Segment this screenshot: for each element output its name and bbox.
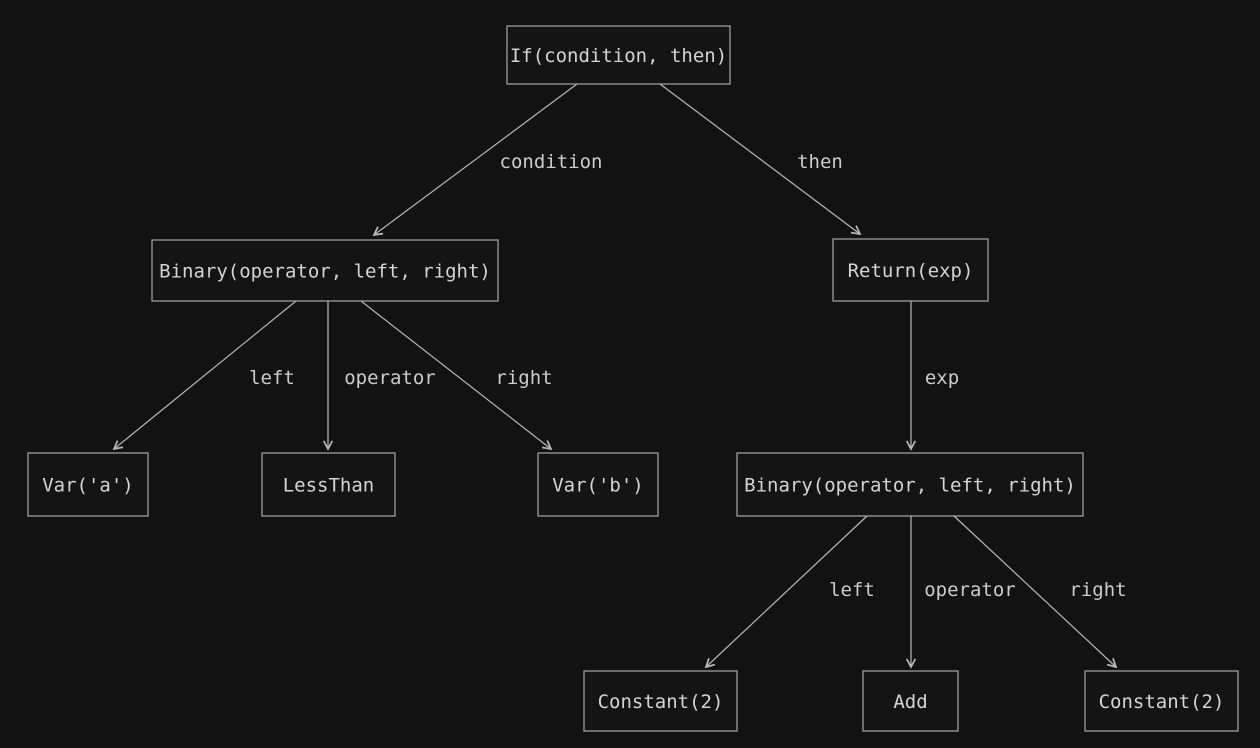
node-if-box <box>506 25 731 85</box>
edge-binary2-right <box>953 515 1116 667</box>
edge-label-operator-1: operator <box>344 367 436 389</box>
node-constant-right-box <box>1084 670 1239 732</box>
node-var-a-box <box>27 452 149 517</box>
edge-label-condition: condition <box>500 151 603 173</box>
edge-label-exp: exp <box>925 367 959 389</box>
node-lessthan-box <box>261 452 396 517</box>
node-lessthan-label: LessThan <box>283 475 375 497</box>
edge-label-operator-2: operator <box>924 579 1016 601</box>
node-binary-condition: Binary(operator, left, right) <box>151 239 499 302</box>
node-binary-exp-label: Binary(operator, left, right) <box>744 475 1076 497</box>
edge-label-left-2: left <box>829 579 875 601</box>
edge-if-condition <box>374 83 578 235</box>
node-constant-right-label: Constant(2) <box>1099 691 1225 713</box>
node-binary-exp-box <box>736 452 1084 517</box>
node-return-box <box>832 238 989 302</box>
node-add-label: Add <box>893 691 927 713</box>
node-binary-condition-label: Binary(operator, left, right) <box>159 261 491 283</box>
node-var-b-box <box>537 452 659 517</box>
node-constant-right: Constant(2) <box>1084 670 1239 732</box>
edge-label-left-1: left <box>249 367 295 389</box>
node-add: Add <box>862 670 959 732</box>
node-return-label: Return(exp) <box>848 260 974 282</box>
edges <box>114 83 1116 667</box>
edge-binary2-left <box>706 515 868 667</box>
node-var-a: Var('a') <box>27 452 149 517</box>
node-if: If(condition, then) <box>506 25 731 85</box>
node-constant-left: Constant(2) <box>583 670 738 732</box>
node-constant-left-label: Constant(2) <box>598 691 724 713</box>
node-binary-exp: Binary(operator, left, right) <box>736 452 1084 517</box>
edge-binary1-right <box>360 300 551 449</box>
edge-labels: condition then left operator right exp l… <box>249 151 1126 601</box>
node-lessthan: LessThan <box>261 452 396 517</box>
node-add-box <box>862 670 959 732</box>
node-return: Return(exp) <box>832 238 989 302</box>
node-binary-condition-box <box>151 239 499 302</box>
edge-label-right-2: right <box>1069 579 1126 601</box>
node-var-a-label: Var('a') <box>42 475 134 497</box>
node-var-b: Var('b') <box>537 452 659 517</box>
edge-if-then <box>659 83 860 234</box>
edge-label-then: then <box>797 151 843 173</box>
edge-label-right-1: right <box>495 367 552 389</box>
edge-binary1-left <box>114 300 297 449</box>
node-constant-left-box <box>583 670 738 732</box>
node-var-b-label: Var('b') <box>552 475 644 497</box>
node-if-label: If(condition, then) <box>510 45 727 67</box>
